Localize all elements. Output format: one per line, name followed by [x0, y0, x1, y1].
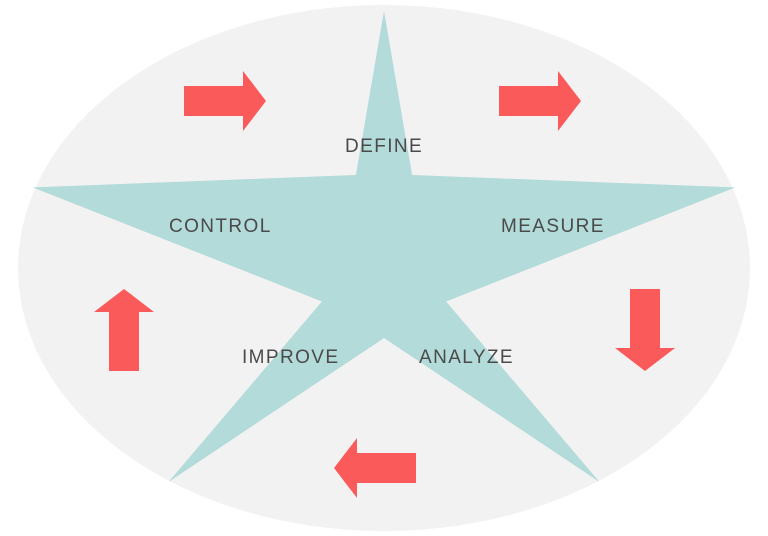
arrow-bottom-group [334, 438, 416, 498]
arrow-right-group [615, 289, 675, 371]
five-pointed-star [32, 11, 736, 482]
arrow-up-icon [94, 289, 154, 371]
phase-label-define: DEFINE [345, 136, 424, 157]
phase-label-control: CONTROL [169, 216, 272, 237]
phase-label-improve: IMPROVE [242, 347, 340, 368]
arrow-down-icon [615, 289, 675, 371]
phase-label-analyze: ANALYZE [419, 347, 514, 368]
arrow-top-right-direction-topleft [184, 71, 266, 131]
arrow-top-right-group [499, 71, 581, 131]
arrow-left-group [94, 289, 154, 371]
arrow-right-icon [184, 71, 266, 131]
phase-label-measure: MEASURE [501, 216, 605, 237]
arrow-right-icon [499, 71, 581, 131]
arrow-left-icon [334, 438, 416, 498]
